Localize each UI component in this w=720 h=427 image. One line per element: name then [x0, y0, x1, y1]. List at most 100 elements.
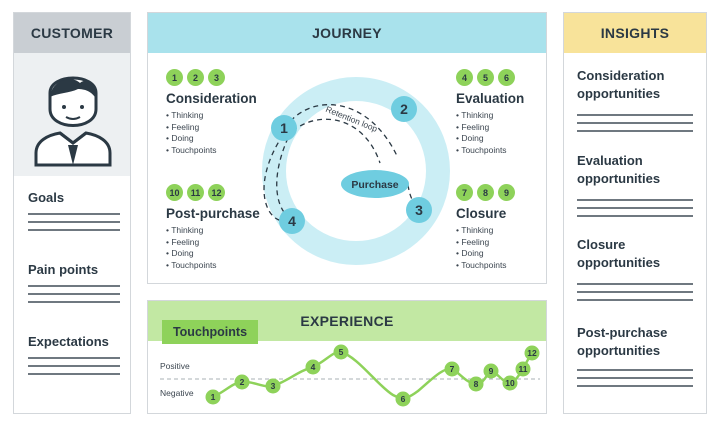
touchpoint-node-label: 2 [240, 377, 245, 387]
customer-avatar-icon [34, 76, 112, 167]
bullet-item: Doing [166, 248, 217, 260]
insight-line2: opportunities [577, 86, 661, 101]
cycle-node-2 [391, 96, 417, 122]
closure-bullets: Thinking Feeling Doing Touchpoints [456, 225, 507, 272]
customer-avatar-area [14, 53, 130, 176]
insight-post-purchase: Post-purchase opportunities [577, 324, 667, 360]
negative-label: Negative [160, 388, 194, 398]
bullet-item: Feeling [166, 122, 217, 134]
touchpoint-node-10 [502, 375, 518, 391]
cycle-node-4-label: 4 [288, 213, 296, 229]
insight-line1: Post-purchase [577, 325, 668, 340]
closure-path [407, 184, 421, 210]
touchpoint-node-label: 7 [450, 364, 455, 374]
touchpoint-node-9 [483, 363, 499, 379]
evaluation-bullets: Thinking Feeling Doing Touchpoints [456, 110, 507, 157]
bullet-item: Doing [456, 248, 507, 260]
consideration-bullets: Thinking Feeling Doing Touchpoints [166, 110, 217, 157]
bullet-item: Thinking [456, 225, 507, 237]
touchpoint-node-1 [205, 389, 221, 405]
post-purchase-bullets: Thinking Feeling Doing Touchpoints [166, 225, 217, 272]
pain-points-lines [28, 285, 120, 309]
bullet-item: Thinking [166, 110, 217, 122]
insight-post-purchase-lines [577, 369, 693, 393]
experience-line [212, 350, 534, 400]
goals-lines [28, 213, 120, 237]
positive-label: Positive [160, 361, 190, 371]
insight-evaluation: Evaluation opportunities [577, 152, 660, 188]
return-path [263, 134, 291, 222]
touchpoint-node-7 [444, 361, 460, 377]
touchpoint-node-6 [395, 391, 411, 407]
post-purchase-badges: 10 11 12 [166, 184, 229, 201]
touchpoint-node-label: 12 [527, 348, 537, 358]
insight-closure: Closure opportunities [577, 236, 660, 272]
touchpoint-node-label: 8 [474, 379, 479, 389]
expectations-lines [28, 357, 120, 381]
expectations-label: Expectations [28, 334, 109, 349]
evaluation-badges: 4 5 6 [456, 69, 519, 86]
insight-line2: opportunities [577, 343, 661, 358]
bullet-item: Touchpoints [456, 145, 506, 157]
touchpoint-node-label: 5 [339, 347, 344, 357]
touchpoint-badge: 1 [166, 69, 183, 86]
insights-panel: INSIGHTS Consideration opportunities Eva… [563, 12, 707, 414]
purchase-label: Purchase [351, 179, 398, 191]
bullet-item: Feeling [166, 237, 217, 249]
insight-consideration: Consideration opportunities [577, 67, 664, 103]
touchpoint-badge: 5 [477, 69, 494, 86]
touchpoint-badge: 9 [498, 184, 515, 201]
insights-header: INSIGHTS [564, 13, 706, 53]
bullet-item: Thinking [166, 225, 217, 237]
insight-line1: Consideration [577, 68, 665, 83]
touchpoint-badge: 8 [477, 184, 494, 201]
cycle-node-3-label: 3 [415, 202, 423, 218]
goals-label: Goals [28, 190, 65, 205]
cycle-ring [262, 77, 450, 265]
touchpoint-node-label: 11 [519, 364, 528, 374]
bullet-item: Doing [166, 133, 217, 145]
journey-cycle-diagram: Retention loop Purchase 1 2 3 4 [262, 77, 450, 265]
evaluation-title: Evaluation [456, 91, 525, 106]
bullet-item: Feeling [456, 237, 507, 249]
retention-loop-path [284, 103, 399, 159]
customer-panel: CUSTOMER Goals Pain points Expectations [13, 12, 131, 414]
touchpoints-tab: Touchpoints [162, 320, 258, 344]
touchpoint-badge: 6 [498, 69, 515, 86]
bullet-item: Thinking [456, 110, 507, 122]
touchpoint-node-12 [524, 345, 540, 361]
touchpoint-badge: 2 [187, 69, 204, 86]
bullet-item: Doing [456, 133, 507, 145]
touchpoint-badge: 3 [208, 69, 225, 86]
touchpoint-node-2 [234, 374, 250, 390]
consideration-badges: 1 2 3 [166, 69, 229, 86]
touchpoint-node-label: 9 [489, 366, 494, 376]
bullet-item: Touchpoints [166, 260, 216, 272]
post-purchase-title: Post-purchase [166, 206, 260, 221]
bullet-item: Touchpoints [166, 145, 216, 157]
journey-header: JOURNEY [148, 13, 546, 53]
touchpoint-badge: 4 [456, 69, 473, 86]
insight-evaluation-lines [577, 199, 693, 223]
touchpoint-node-3 [265, 378, 281, 394]
bullet-item: Feeling [456, 122, 507, 134]
experience-panel: EXPERIENCE Touchpoints Positive Negative… [147, 300, 547, 414]
touchpoint-node-label: 6 [401, 394, 406, 404]
cycle-node-1-label: 1 [280, 120, 288, 136]
cycle-node-2-label: 2 [400, 101, 408, 117]
consideration-title: Consideration [166, 91, 257, 106]
touchpoint-node-label: 4 [311, 362, 316, 372]
insight-line2: opportunities [577, 255, 661, 270]
touchpoint-node-label: 10 [505, 378, 515, 388]
customer-header: CUSTOMER [14, 13, 130, 53]
bullet-item: Touchpoints [456, 260, 506, 272]
cycle-node-4 [279, 208, 305, 234]
insight-line1: Closure [577, 237, 626, 252]
purchase-node [341, 170, 409, 198]
insight-consideration-lines [577, 114, 693, 138]
cycle-node-1 [271, 115, 297, 141]
journey-panel: JOURNEY Retention loop Purchase 1 2 3 4 … [147, 12, 547, 284]
retention-loop-label: Retention loop [324, 104, 379, 134]
closure-badges: 7 8 9 [456, 184, 519, 201]
